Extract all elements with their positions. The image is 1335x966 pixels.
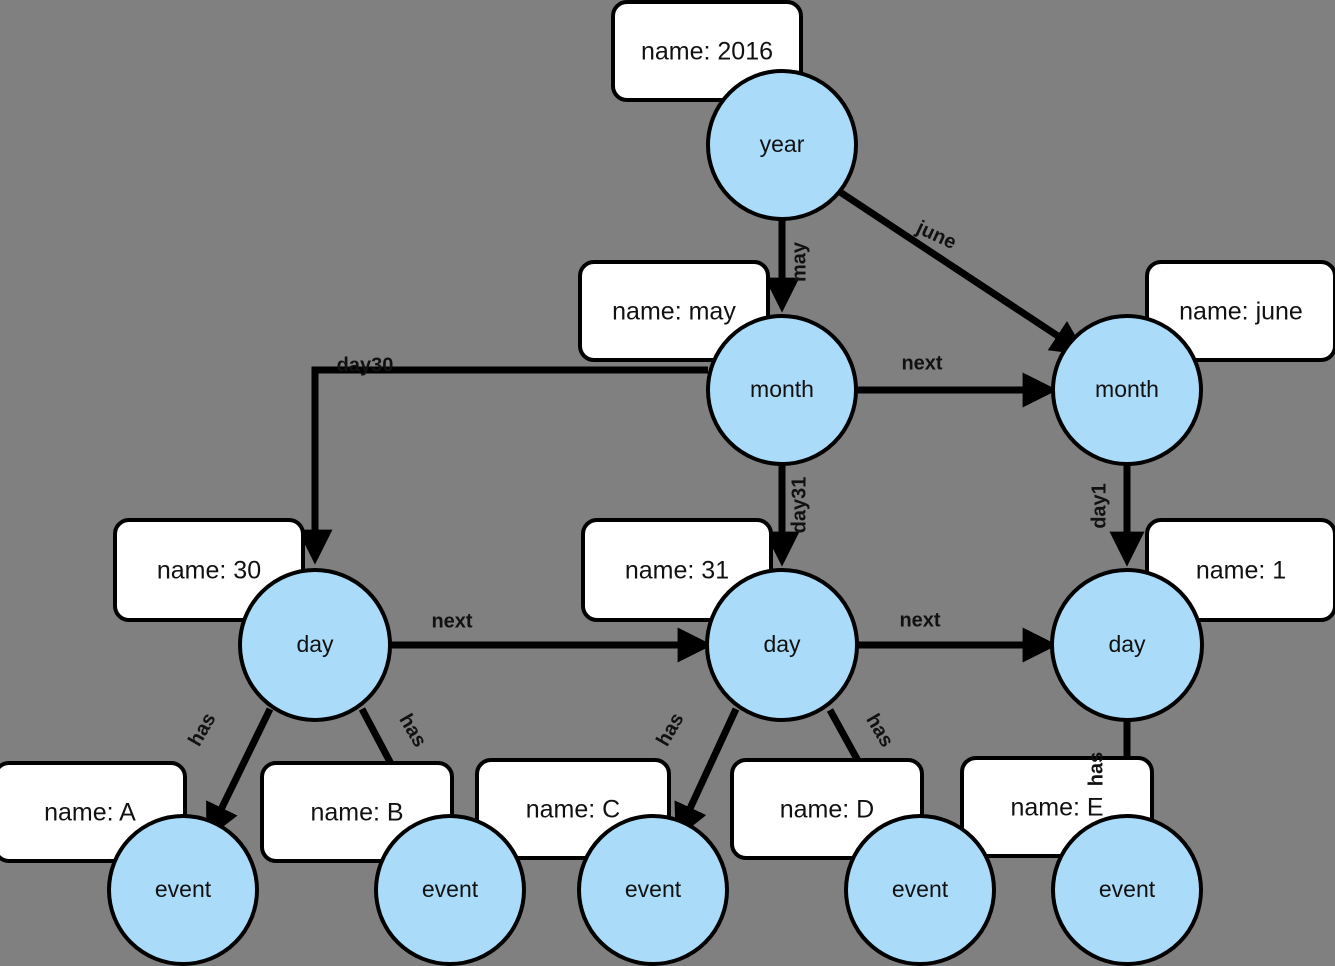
- node-circle[interactable]: [1051, 814, 1203, 966]
- node-circle[interactable]: [238, 568, 392, 722]
- property-box-propMay: name: may: [578, 260, 770, 362]
- node-circle[interactable]: [1050, 568, 1204, 722]
- node-eventE[interactable]: event: [1051, 814, 1203, 966]
- property-box-text: name: D: [780, 796, 874, 824]
- node-circle[interactable]: [1051, 314, 1203, 466]
- edge-label-e-may-day31: day31: [788, 477, 810, 534]
- property-box-text: name: june: [1179, 298, 1303, 326]
- node-circle[interactable]: [844, 814, 996, 966]
- edge-label-e-day31-D: has: [861, 710, 897, 751]
- node-circle[interactable]: [107, 814, 259, 966]
- node-circle[interactable]: [705, 568, 859, 722]
- node-eventC[interactable]: event: [577, 814, 729, 966]
- node-circle[interactable]: [706, 314, 858, 466]
- node-eventB[interactable]: event: [374, 814, 526, 966]
- node-eventA[interactable]: event: [107, 814, 259, 966]
- property-box-text: name: A: [44, 799, 136, 827]
- property-box-frame: [578, 260, 770, 362]
- property-box-frame: [1145, 518, 1335, 622]
- node-label: event: [155, 876, 212, 902]
- edge-label-e-day30-B: has: [394, 710, 430, 751]
- node-circle[interactable]: [374, 814, 526, 966]
- node-label: month: [1095, 376, 1159, 402]
- node-day31[interactable]: day: [705, 568, 859, 722]
- node-monthJune[interactable]: month: [1051, 314, 1203, 466]
- property-box-propJune: name: june: [1145, 260, 1335, 362]
- edge-label-e-day31-C: has: [652, 709, 688, 750]
- edge-label-e-june-day1: day1: [1088, 483, 1110, 529]
- property-box-text: name: C: [526, 796, 620, 824]
- node-label: event: [625, 876, 682, 902]
- property-box-text: name: may: [612, 298, 736, 326]
- property-box-text: name: E: [1010, 794, 1103, 822]
- node-eventD[interactable]: event: [844, 814, 996, 966]
- property-box-text: name: B: [310, 799, 403, 827]
- nodes-layer: year month month day day day event event event ev…: [107, 69, 1204, 966]
- node-label: day: [763, 631, 801, 657]
- node-label: event: [892, 876, 949, 902]
- node-label: event: [1099, 876, 1156, 902]
- edge-e-day30-A: [206, 707, 274, 840]
- node-label: day: [296, 631, 334, 657]
- node-circle[interactable]: [577, 814, 729, 966]
- edge-e-may-day30: [297, 366, 708, 565]
- edge-label-e-may-next: next: [901, 352, 942, 374]
- edge-label-e-day31-next: next: [899, 609, 940, 631]
- edge-e-year-june: [838, 189, 1087, 355]
- property-box-text: name: 30: [157, 557, 261, 585]
- edge-label-e-day30-A: has: [184, 709, 220, 750]
- property-box-frame: [1145, 260, 1335, 362]
- node-label: event: [422, 876, 479, 902]
- edge-label-e-day30-next: next: [431, 610, 472, 632]
- property-box-text: name: 1: [1196, 557, 1286, 585]
- node-circle[interactable]: [706, 69, 858, 221]
- node-day30[interactable]: day: [238, 568, 392, 722]
- edge-label-e-day1-E: has: [1085, 752, 1107, 786]
- node-label: year: [760, 131, 805, 157]
- node-label: day: [1108, 631, 1146, 657]
- property-box-text: name: 2016: [641, 38, 773, 66]
- node-year2016[interactable]: year: [706, 69, 858, 221]
- property-box-prop1: name: 1: [1145, 518, 1335, 622]
- node-label: month: [750, 376, 814, 402]
- property-box-text: name: 31: [625, 557, 729, 585]
- node-monthMay[interactable]: month: [706, 314, 858, 466]
- edge-label-e-year-may: may: [788, 241, 810, 282]
- property-box-prop30: name: 30: [113, 518, 305, 622]
- edge-label-e-may-day30: day30: [337, 354, 394, 376]
- edge-e-day31-C: [674, 707, 740, 840]
- node-day1[interactable]: day: [1050, 568, 1204, 722]
